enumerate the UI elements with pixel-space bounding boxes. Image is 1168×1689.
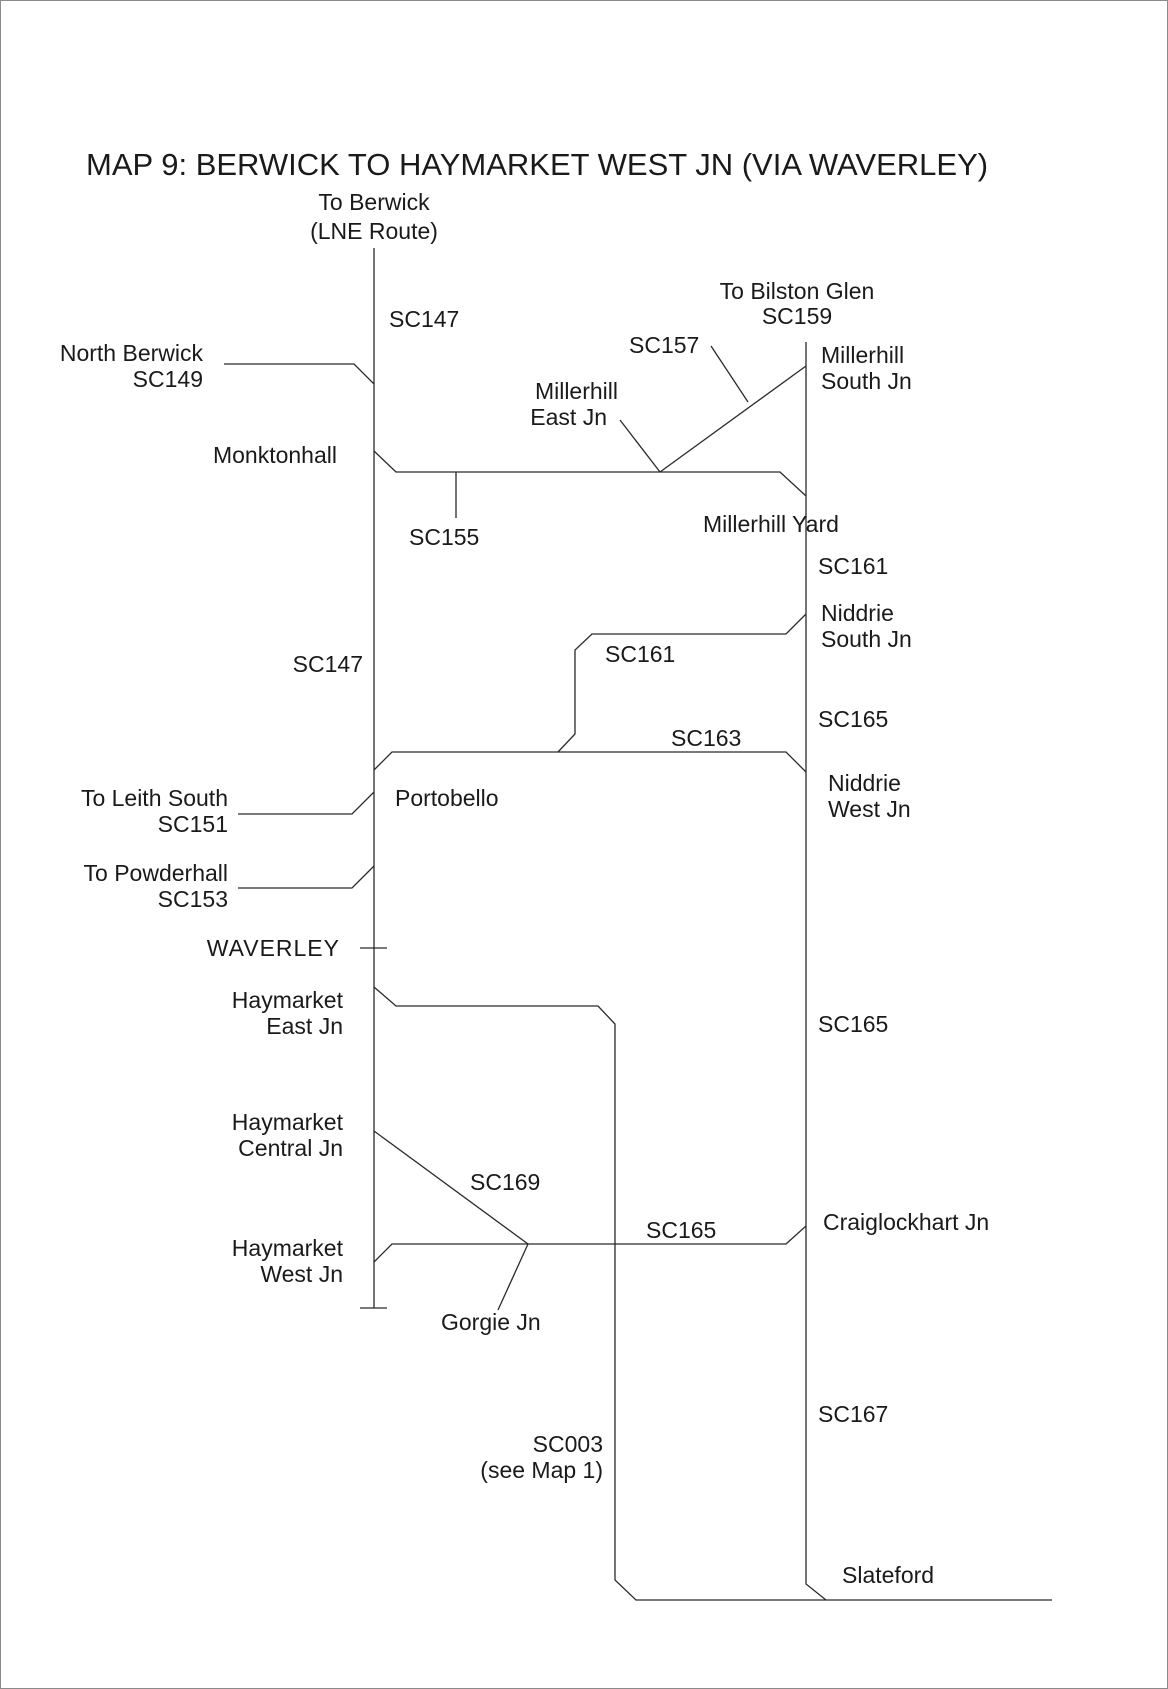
monktonhall-millerhill-line (373, 450, 807, 497)
millerhill-east-curve (659, 365, 807, 473)
label-millerhill-east-1: Millerhill (535, 378, 618, 404)
label-sc165-mid: SC165 (818, 1011, 888, 1037)
label-north-berwick: North Berwick (60, 340, 204, 366)
label-haymarket-central-1: Haymarket (232, 1109, 344, 1135)
label-to-bilston-glen: To Bilston Glen (720, 278, 875, 304)
label-sc163: SC163 (671, 725, 741, 751)
label-niddrie-west-1: Niddrie (828, 770, 901, 796)
label-to-powderhall: To Powderhall (84, 860, 228, 886)
label-sc149: SC149 (133, 366, 203, 392)
label-haymarket-west-1: Haymarket (232, 1235, 344, 1261)
map-title: MAP 9: BERWICK TO HAYMARKET WEST JN (VIA… (86, 147, 988, 182)
label-sc165-upper: SC165 (818, 706, 888, 732)
label-craiglockhart-jn: Craiglockhart Jn (823, 1209, 989, 1235)
label-monktonhall: Monktonhall (213, 442, 337, 468)
label-see-map-1: (see Map 1) (480, 1457, 603, 1483)
label-sc159: SC159 (762, 303, 832, 329)
label-haymarket-east-jn: East Jn (266, 1013, 343, 1039)
label-sc169: SC169 (470, 1169, 540, 1195)
label-sc003: SC003 (533, 1431, 603, 1457)
label-sc161-mid: SC161 (605, 641, 675, 667)
label-millerhill-yard: Millerhill Yard (703, 511, 839, 537)
label-lne-route: (LNE Route) (310, 218, 438, 244)
label-sc147-mid: SC147 (293, 651, 363, 677)
label-millerhill-south-jn: South Jn (821, 368, 912, 394)
label-waverley: WAVERLEY (207, 935, 340, 961)
label-haymarket-east-1: Haymarket (232, 987, 344, 1013)
label-niddrie-west-jn: West Jn (828, 796, 911, 822)
label-sc161-right: SC161 (818, 553, 888, 579)
label-portobello: Portobello (395, 785, 499, 811)
label-slateford: Slateford (842, 1562, 934, 1588)
label-niddrie-south-jn: South Jn (821, 626, 912, 652)
label-sc147-top: SC147 (389, 306, 459, 332)
sc003-line (373, 986, 1052, 1601)
haymarket-craiglockhart-line (373, 1225, 807, 1263)
label-sc157: SC157 (629, 332, 699, 358)
label-niddrie-south-1: Niddrie (821, 600, 894, 626)
haymarket-central-curve (373, 1130, 529, 1245)
gorgie-jn-pointer (497, 1243, 529, 1311)
sc157-pointer (710, 345, 749, 403)
label-haymarket-central-jn: Central Jn (238, 1135, 343, 1161)
label-sc153: SC153 (158, 886, 228, 912)
powderhall-branch (238, 865, 375, 889)
label-haymarket-west-jn: West Jn (260, 1261, 343, 1287)
north-berwick-branch (224, 363, 375, 385)
label-millerhill-east-jn: East Jn (530, 404, 607, 430)
niddrie-south-branch (557, 613, 807, 753)
millerhill-east-pointer (619, 419, 661, 473)
label-gorgie-jn: Gorgie Jn (441, 1309, 541, 1335)
leith-south-branch (238, 791, 375, 815)
portobello-niddrie-line (373, 751, 807, 773)
label-sc151: SC151 (158, 811, 228, 837)
label-sc155: SC155 (409, 524, 479, 550)
label-to-berwick: To Berwick (318, 189, 430, 215)
label-millerhill-south-1: Millerhill (821, 342, 904, 368)
label-sc165-low: SC165 (646, 1217, 716, 1243)
east-line-track (805, 342, 827, 1601)
label-sc167: SC167 (818, 1401, 888, 1427)
label-to-leith-south: To Leith South (81, 785, 228, 811)
